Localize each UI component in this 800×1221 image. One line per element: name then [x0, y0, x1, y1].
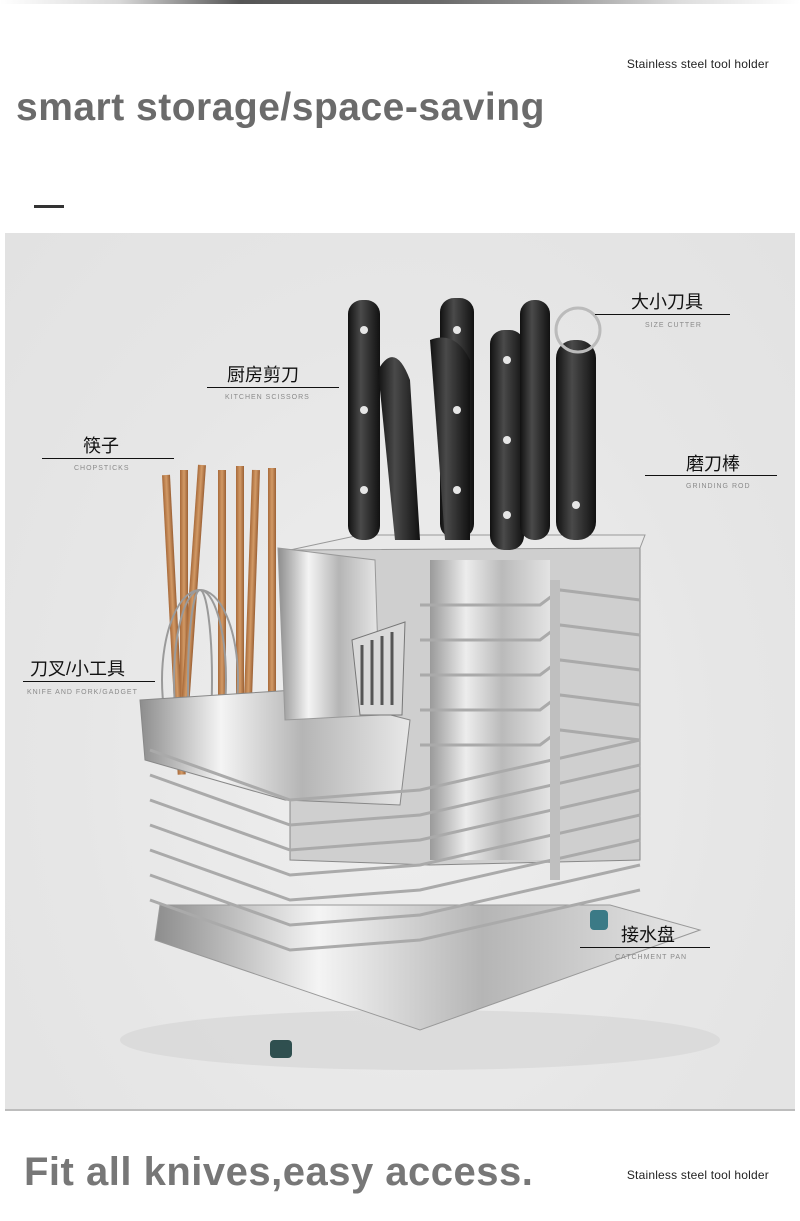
footer-subtitle: Stainless steel tool holder — [626, 1168, 769, 1182]
footer-headline: Fit all knives,easy access. — [24, 1150, 534, 1194]
header-headline: smart storage/space-saving — [16, 86, 545, 129]
header-subtitle: Stainless steel tool holder — [626, 57, 769, 71]
callout-leader-line — [580, 947, 710, 948]
callout-leader-line — [23, 681, 155, 682]
top-image-edge — [0, 0, 800, 4]
section-divider-dash — [34, 205, 64, 208]
product-photo: 大小刀具 SIZE CUTTER 厨房剪刀 KITCHEN SCISSORS 筷… — [5, 233, 795, 1111]
callout-leader-line — [645, 475, 777, 476]
callout-leader-line — [207, 387, 339, 388]
knife-holder-illustration — [120, 298, 720, 1070]
callout-leader-line — [595, 314, 730, 315]
callout-leader-line — [42, 458, 174, 459]
